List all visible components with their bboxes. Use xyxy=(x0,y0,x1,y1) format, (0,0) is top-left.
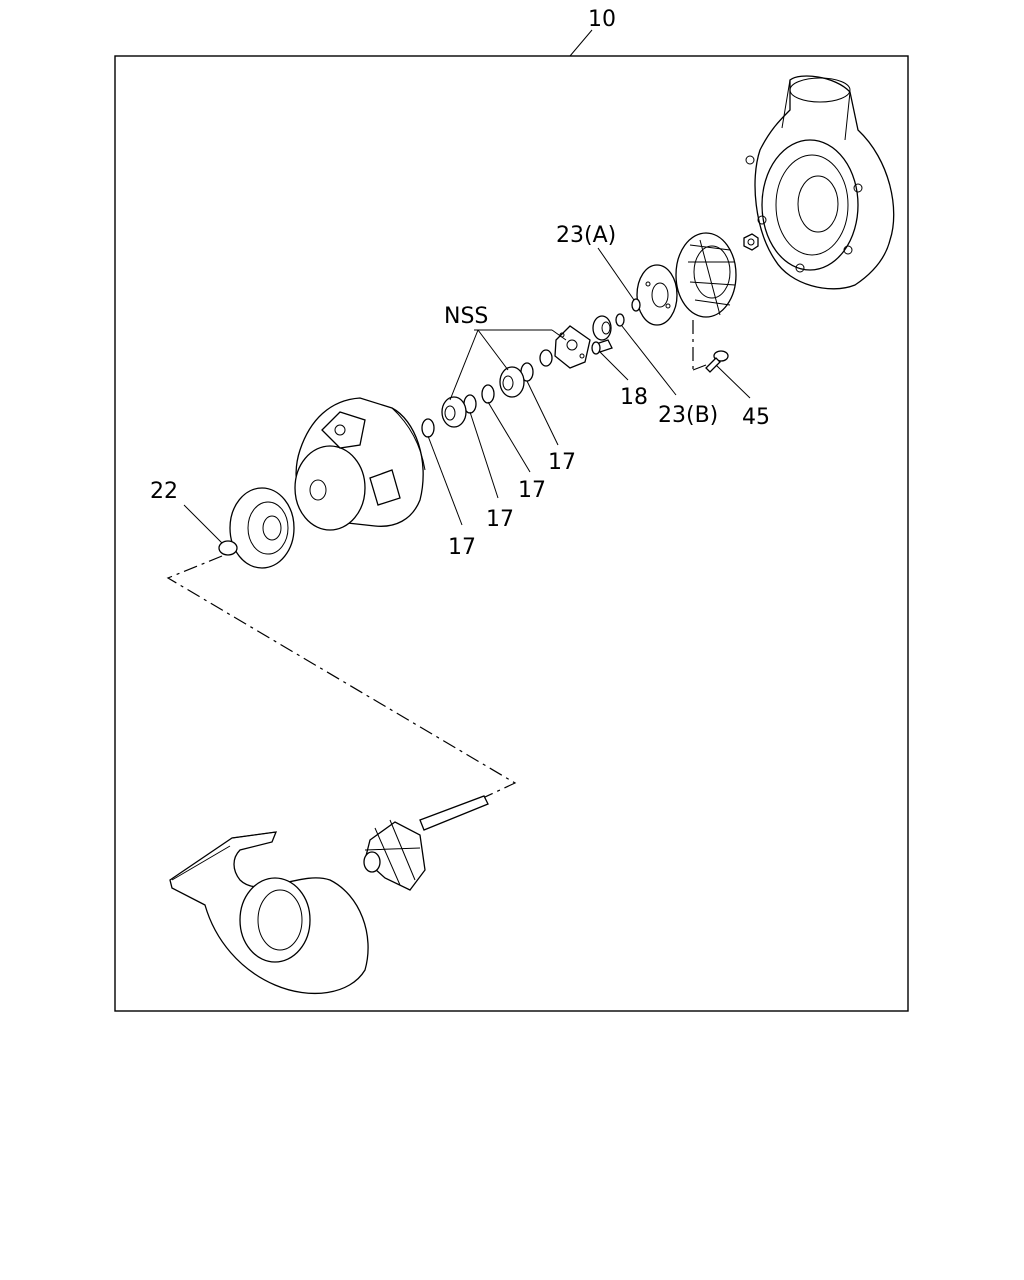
callout-23b: 23(B) xyxy=(658,403,718,428)
leader-23b xyxy=(621,325,677,396)
leader-45 xyxy=(715,364,751,399)
callout-17-d: 17 xyxy=(548,450,576,475)
leader-18 xyxy=(599,351,629,381)
leader-17-a xyxy=(427,435,463,526)
callout-22: 22 xyxy=(150,479,178,504)
compressor-housing xyxy=(745,75,895,290)
shaft-axis-line xyxy=(166,555,517,805)
leader-17-c xyxy=(487,401,531,473)
callout-23a: 23(A) xyxy=(556,223,616,248)
bolt-45-axis-end xyxy=(692,364,707,371)
nss-leader-c xyxy=(551,329,567,341)
leader-23a xyxy=(597,247,635,301)
o-ring-23a xyxy=(631,298,641,312)
nss-leader-b xyxy=(477,329,509,371)
seal-ring-17-a xyxy=(421,418,435,438)
heat-shield xyxy=(229,487,295,569)
compressor-wheel xyxy=(675,232,737,318)
callout-17-b: 17 xyxy=(486,507,514,532)
assembly-leader xyxy=(569,29,593,57)
o-ring-23b xyxy=(615,313,625,327)
turbine-shaft-wheel xyxy=(363,795,489,891)
journal-bearing-left xyxy=(441,396,467,428)
callout-10: 10 xyxy=(588,7,616,32)
seal-ring-17-c xyxy=(481,384,495,404)
bolt-45 xyxy=(705,350,729,373)
o-ring-22 xyxy=(218,540,238,556)
journal-bearing-right xyxy=(499,366,525,398)
thrust-bearing xyxy=(554,325,591,369)
callout-nss: NSS xyxy=(444,304,488,329)
nss-leader-a xyxy=(449,329,479,401)
lock-nut xyxy=(743,233,759,251)
callout-17-c: 17 xyxy=(518,478,546,503)
callout-17-a: 17 xyxy=(448,535,476,560)
diagram-frame xyxy=(114,55,909,1012)
bearing-housing xyxy=(294,397,426,531)
screw-18 xyxy=(591,339,613,355)
leader-17-d xyxy=(526,380,559,446)
thrust-washer xyxy=(539,349,553,367)
leader-22 xyxy=(183,504,223,544)
callout-18: 18 xyxy=(620,385,648,410)
thrust-collar xyxy=(592,315,612,341)
turbine-housing xyxy=(169,831,369,995)
callout-45: 45 xyxy=(742,405,770,430)
leader-17-b xyxy=(469,411,499,499)
seal-plate xyxy=(636,264,678,326)
